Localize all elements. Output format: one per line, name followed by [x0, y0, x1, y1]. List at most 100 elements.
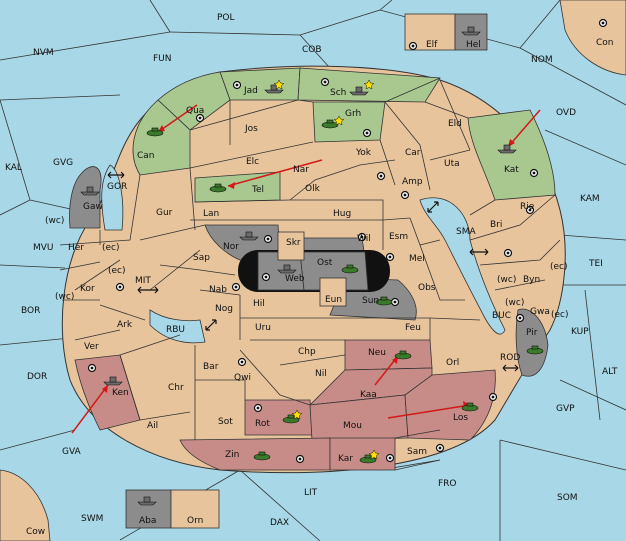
army-zin[interactable] [253, 451, 271, 461]
coast-tag: (ec) [108, 266, 126, 276]
province-grh[interactable] [312, 101, 386, 143]
province-pir[interactable] [515, 308, 549, 377]
label-con: Con [596, 38, 614, 48]
label-qwi: Qwi [234, 373, 251, 383]
fleet-gaw[interactable] [80, 186, 100, 196]
label-gvp: GVP [556, 404, 575, 414]
label-bar: Bar [203, 362, 219, 372]
label-pol: POL [217, 13, 235, 23]
fleet-web[interactable] [277, 264, 297, 274]
label-ovd: OVD [556, 108, 576, 118]
fleet-ken[interactable] [103, 376, 123, 386]
label-nar: Nar [293, 165, 309, 175]
fleet-hel[interactable] [461, 26, 481, 36]
label-yok: Yok [355, 148, 372, 158]
province-jad[interactable] [219, 67, 301, 101]
label-tel: Tel [251, 185, 264, 195]
gor-sea [101, 164, 124, 231]
label-feu: Feu [405, 323, 421, 333]
army-tel[interactable] [209, 183, 227, 193]
army-can[interactable] [146, 127, 164, 137]
province-cow[interactable] [0, 469, 51, 541]
star-icon [291, 409, 303, 420]
label-mvu: MVU [33, 243, 54, 253]
label-aba: Aba [139, 516, 156, 526]
label-skr: Skr [286, 238, 301, 248]
province-can[interactable] [132, 99, 191, 176]
province-orn[interactable] [170, 489, 220, 529]
label-hel: Hel [466, 40, 481, 50]
label-zin: Zin [225, 450, 239, 460]
coast-tag: (wc) [497, 275, 516, 285]
coast-tag: (wc) [505, 298, 524, 308]
label-ver: Ver [84, 342, 99, 352]
label-lit: LIT [304, 488, 318, 498]
province-aba[interactable] [125, 489, 172, 529]
army-sun[interactable] [375, 296, 393, 306]
label-orl: Orl [446, 358, 459, 368]
label-ark: Ark [117, 320, 133, 330]
coast-tag: (wc) [55, 292, 74, 302]
label-los: Los [453, 413, 468, 423]
province-skr[interactable] [277, 231, 305, 261]
label-chp: Chp [298, 347, 316, 357]
province-zin[interactable] [179, 437, 331, 471]
label-nor: Nor [223, 242, 239, 252]
label-jos: Jos [244, 124, 258, 134]
label-gva: GVA [62, 447, 82, 457]
province-los[interactable] [404, 369, 496, 441]
army-grh[interactable] [321, 119, 339, 129]
label-hug: Hug [333, 209, 351, 219]
label-bri: Bri [490, 220, 502, 230]
label-mit: MIT [135, 276, 151, 286]
label-nab: Nab [209, 285, 227, 295]
army-los[interactable] [461, 402, 479, 412]
label-grh: Grh [345, 109, 361, 119]
label-byn: Byn [523, 275, 540, 285]
label-nil: Nil [315, 369, 327, 379]
label-can: Can [137, 151, 155, 161]
fleet-jad[interactable] [264, 84, 284, 94]
label-nvm: NVM [33, 48, 54, 58]
label-her: Her [68, 243, 84, 253]
label-rie: Rie [520, 202, 535, 212]
label-sap: Sap [193, 253, 210, 263]
province-gaw[interactable] [69, 166, 102, 229]
label-gwa: Gwa [530, 307, 550, 317]
label-rot: Rot [255, 419, 270, 429]
label-kam: KAM [580, 194, 600, 204]
coast-tag: (wc) [45, 216, 64, 226]
label-sam: Sam [407, 447, 427, 457]
label-kor: Kor [80, 284, 95, 294]
label-som: SOM [557, 493, 578, 503]
label-fro: FRO [438, 479, 457, 489]
army-neu[interactable] [394, 350, 412, 360]
label-gvg: GVG [53, 158, 73, 168]
army-ost[interactable] [341, 264, 359, 274]
label-lan: Lan [203, 209, 219, 219]
coast-tag: (ec) [550, 262, 568, 272]
fleet-kat[interactable] [497, 144, 517, 154]
label-jad: Jad [243, 86, 258, 96]
label-elc: Elc [246, 157, 259, 167]
label-web: Web [285, 274, 305, 284]
land-labels: Elf Hel Jad Sch Qua Can Jos Grh Eld Yok … [68, 40, 550, 526]
star-icon [368, 449, 380, 460]
fleet-aba[interactable] [137, 496, 157, 506]
star-markers [273, 79, 380, 460]
label-sma: SMA [456, 227, 476, 237]
coast-tag: (ec) [551, 310, 569, 320]
star-icon [273, 79, 285, 90]
label-chr: Chr [168, 383, 184, 393]
province-ost-inner[interactable] [299, 251, 369, 291]
province-neu[interactable] [344, 339, 433, 371]
label-kar: Kar [338, 454, 353, 464]
army-pir[interactable] [526, 345, 544, 355]
label-fun: FUN [153, 54, 172, 64]
fleet-sch[interactable] [349, 86, 369, 96]
label-uru: Uru [255, 323, 271, 333]
fleet-nor[interactable] [239, 231, 259, 241]
province-eun[interactable] [319, 277, 347, 307]
star-icon [363, 79, 375, 90]
